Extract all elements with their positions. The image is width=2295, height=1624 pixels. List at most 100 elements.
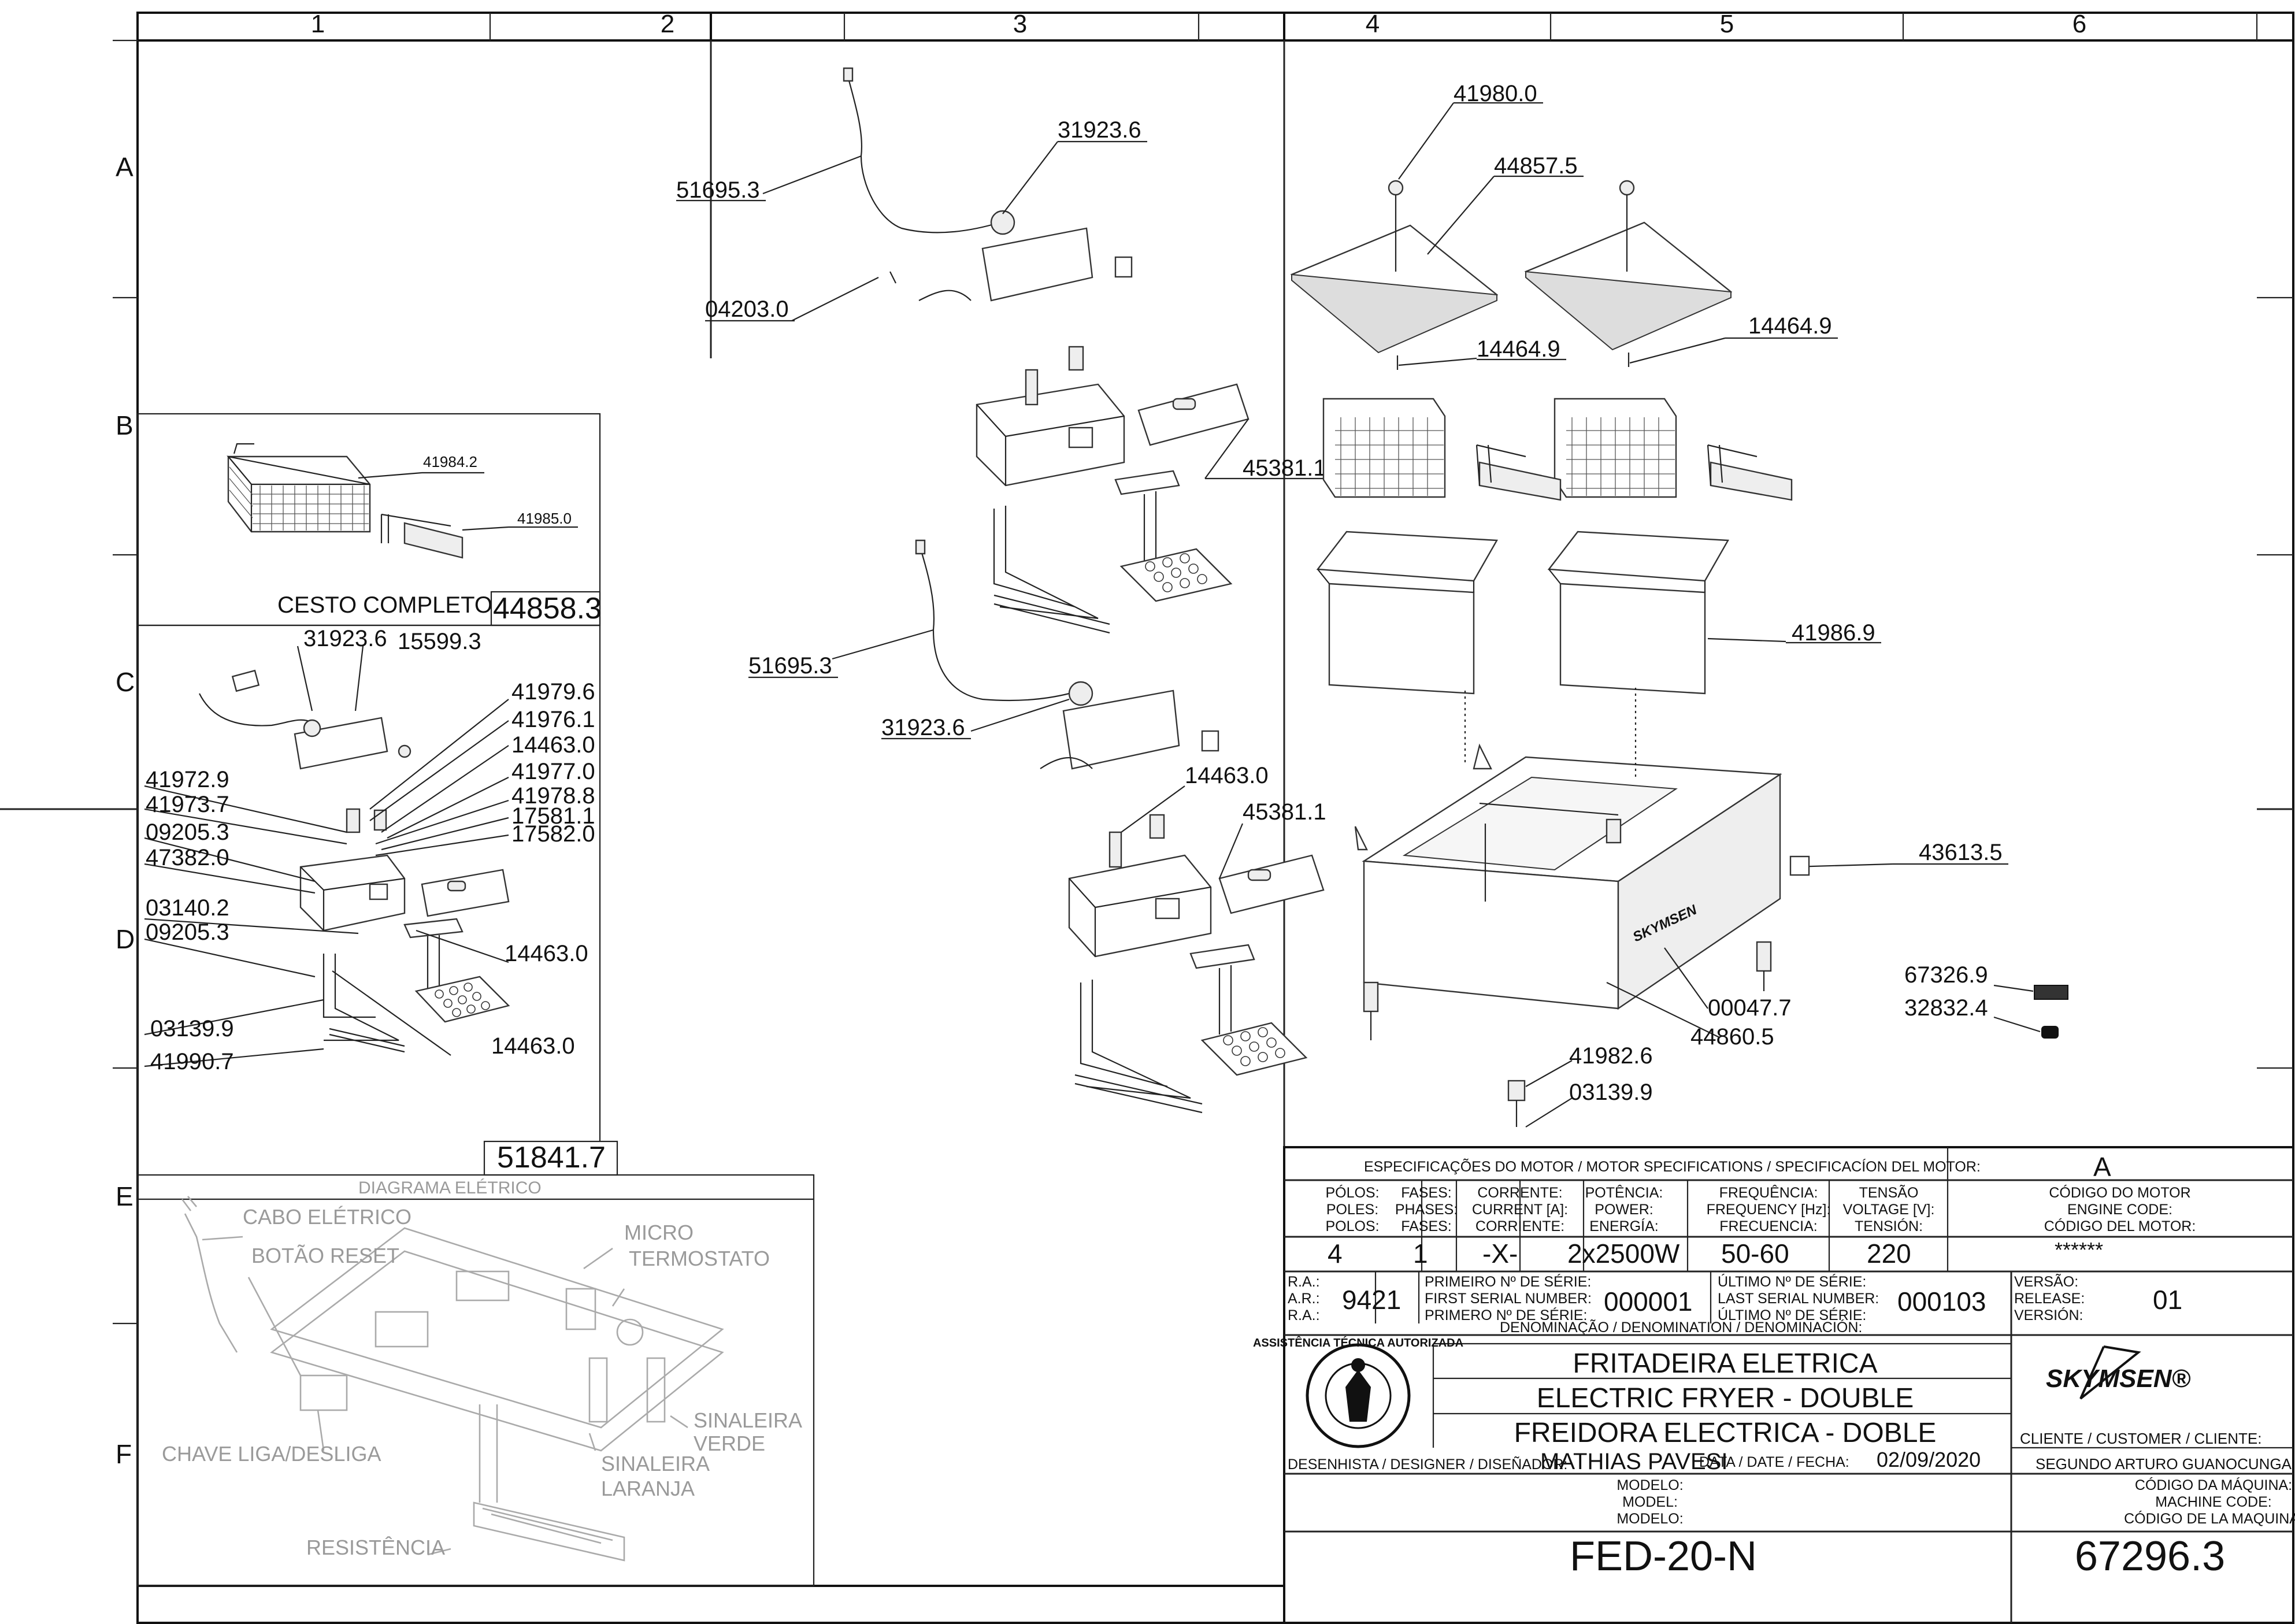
motor-col-power: POTÊNCIA: POWER: ENERGÍA: 2x2500W — [1567, 1184, 1680, 1269]
part-label-41977-0: 41977.0 — [511, 759, 595, 784]
grid-col-2: 2 — [661, 10, 674, 38]
machine-code-label-pt: CÓDIGO DA MÁQUINA: — [2135, 1477, 2292, 1493]
version-value: 01 — [2153, 1285, 2182, 1315]
part-label-41979-6: 41979.6 — [511, 679, 595, 705]
ra-label-2: A.R.: — [1288, 1291, 1320, 1307]
grid-col-5: 5 — [1720, 10, 1734, 38]
grid-column-labels: 1 2 3 4 5 6 — [311, 10, 2086, 38]
grid-row-f: F — [116, 1439, 132, 1469]
current-label-en: CURRENT [A]: — [1472, 1202, 1568, 1218]
volt-value: 220 — [1867, 1239, 1911, 1269]
part-label-41990-7: 41990.7 — [150, 1049, 234, 1074]
basket-box-code: 44858.3 — [493, 592, 602, 625]
engine-code-label-pt: CÓDIGO DO MOTOR — [2049, 1184, 2190, 1201]
phases-label-en: PHASES: — [1395, 1202, 1458, 1218]
part-label-51695-3-a: 51695.3 — [676, 177, 760, 203]
diagram-label-termostato: TERMOSTATO — [629, 1247, 770, 1270]
part-label-09205-3-b: 09205.3 — [146, 919, 229, 945]
version-label-pt: VERSÃO: — [2014, 1273, 2078, 1290]
grid-col-1: 1 — [311, 10, 325, 38]
phases-label-pt: FASES: — [1401, 1185, 1452, 1201]
grid-row-d: D — [116, 924, 135, 954]
part-label-45381-1-b: 45381.1 — [1243, 799, 1326, 825]
diagram-label-sinaleira-laranja-1: SINALEIRA — [601, 1452, 710, 1475]
freq-label-pt: FREQUÊNCIA: — [1719, 1184, 1818, 1201]
brand-swoosh-icon — [2079, 1345, 2141, 1400]
ra-label-3: R.A.: — [1288, 1307, 1320, 1323]
left-control-assembly: 31923.6 15599.3 41979.6 41976.1 14463.0 … — [144, 626, 618, 1176]
grid-row-a: A — [116, 152, 134, 182]
volt-label-es: TENSIÓN: — [1855, 1218, 1923, 1234]
part-label-31923-6-b: 31923.6 — [881, 715, 965, 740]
part-label-41980-0: 41980.0 — [1454, 81, 1537, 106]
part-label-47382-0: 47382.0 — [146, 845, 229, 870]
part-label-67326-9: 67326.9 — [1904, 962, 1988, 988]
version-label-en: RELEASE: — [2014, 1291, 2085, 1307]
freq-label-es: FRECUENCIA: — [1719, 1218, 1817, 1234]
denomination-header: DENOMINAÇÃO / DENOMINATION / DENOMINACIÓ… — [1500, 1319, 1862, 1336]
part-label-44860-5: 44860.5 — [1690, 1024, 1774, 1050]
power-label-en: POWER: — [1595, 1202, 1653, 1218]
grid-row-b: B — [116, 410, 134, 440]
part-label-41985-0: 41985.0 — [517, 510, 572, 527]
customer-label: CLIENTE / CUSTOMER / CLIENTE: — [2020, 1430, 2261, 1447]
poles-label-pt: PÓLOS: — [1325, 1184, 1379, 1201]
part-label-14463-0-c: 14463.0 — [511, 732, 595, 758]
first-serial-label-en: FIRST SERIAL NUMBER: — [1425, 1291, 1592, 1307]
first-serial-label-es: PRIMERO Nº DE SÉRIE: — [1425, 1307, 1587, 1323]
part-label-03140-2: 03140.2 — [146, 895, 229, 921]
part-label-41978-8: 41978.8 — [511, 783, 595, 809]
part-label-14463-0-d1: 14463.0 — [505, 941, 588, 966]
machine-code-label-es: CÓDIGO DE LA MAQUINA: — [2124, 1510, 2295, 1527]
designer-label: DESENHISTA / DESIGNER / DISEÑADOR: — [1288, 1456, 1567, 1473]
volt-label-pt: TENSÃO — [1859, 1184, 1919, 1201]
last-serial-label-es: ÚLTIMO Nº DE SÉRIE: — [1718, 1307, 1866, 1323]
model-label-pt: MODELO: — [1616, 1477, 1683, 1493]
diagram-label-botao: BOTÃO RESET — [251, 1244, 399, 1267]
power-value: 2x2500W — [1567, 1239, 1680, 1269]
center-assembly-upper: 51695.3 31923.6 04203.0 45381.1 — [676, 67, 1332, 634]
diagram-label-cabo: CABO ELÉTRICO — [243, 1205, 411, 1229]
part-label-31923-6-c: 31923.6 — [303, 626, 387, 651]
part-label-41984-2: 41984.2 — [423, 453, 477, 470]
volt-label-en: VOLTAGE [V]: — [1843, 1202, 1935, 1218]
part-label-14464-9-b: 14464.9 — [1748, 313, 1832, 339]
part-label-14463-0-d2: 14463.0 — [491, 1033, 575, 1059]
badge-sticker-icon — [2041, 1026, 2059, 1039]
grid-row-e: E — [116, 1181, 134, 1211]
last-serial-label-pt: ÚLTIMO Nº DE SÉRIE: — [1718, 1273, 1866, 1290]
diagram-label-sinaleira-verde-1: SINALEIRA — [694, 1408, 802, 1432]
name-es: FREIDORA ELECTRICA - DOBLE — [1514, 1418, 1937, 1448]
first-serial-value: 000001 — [1604, 1286, 1693, 1317]
part-label-32832-4: 32832.4 — [1904, 995, 1988, 1021]
poles-value: 4 — [1328, 1239, 1343, 1269]
name-pt: FRITADEIRA ELETRICA — [1573, 1348, 1877, 1379]
last-serial-label-en: LAST SERIAL NUMBER: — [1718, 1291, 1879, 1307]
motor-col-current: CORRENTE: CURRENT [A]: CORRIENTE: -X- — [1472, 1185, 1568, 1269]
power-label-pt: POTÊNCIA: — [1585, 1184, 1663, 1201]
diagram-label-sinaleira-verde-2: VERDE — [694, 1432, 765, 1455]
model-value: FED-20-N — [1570, 1533, 1757, 1579]
engine-code-label-en: ENGINE CODE: — [2067, 1202, 2172, 1218]
current-label-es: CORRIENTE: — [1475, 1218, 1564, 1234]
motor-col-phases: FASES: PHASES: FASES: 1 — [1395, 1185, 1458, 1269]
machine-code-value: 67296.3 — [2075, 1533, 2225, 1579]
current-value: -X- — [1482, 1239, 1518, 1269]
diagram-label-resistencia: RESISTÊNCIA — [306, 1536, 445, 1559]
electrical-diagram-title: DIAGRAMA ELÉTRICO — [358, 1178, 542, 1197]
basket-box-title: CESTO COMPLETO — [277, 592, 492, 618]
freq-value: 50-60 — [1721, 1239, 1789, 1269]
freq-label-en: FREQUENCY [Hz]: — [1707, 1202, 1831, 1218]
version-label-es: VERSIÓN: — [2014, 1307, 2083, 1323]
ra-value: 9421 — [1342, 1285, 1401, 1315]
diagram-label-micro: MICRO — [624, 1221, 694, 1244]
motor-rev: A — [2093, 1152, 2111, 1182]
first-serial-label-pt: PRIMEIRO Nº DE SÉRIE: — [1425, 1273, 1591, 1290]
part-label-41976-1: 41976.1 — [511, 707, 595, 732]
part-label-17582-0: 17582.0 — [511, 821, 595, 847]
motor-col-voltage: TENSÃO VOLTAGE [V]: TENSIÓN: 220 — [1843, 1184, 1935, 1269]
grid-col-4: 4 — [1366, 10, 1380, 38]
part-label-43613-5: 43613.5 — [1919, 840, 2003, 865]
title-block: ESPECIFICAÇÕES DO MOTOR / MOTOR SPECIFIC… — [1253, 1146, 2295, 1624]
part-label-00047-7: 00047.7 — [1708, 995, 1792, 1021]
